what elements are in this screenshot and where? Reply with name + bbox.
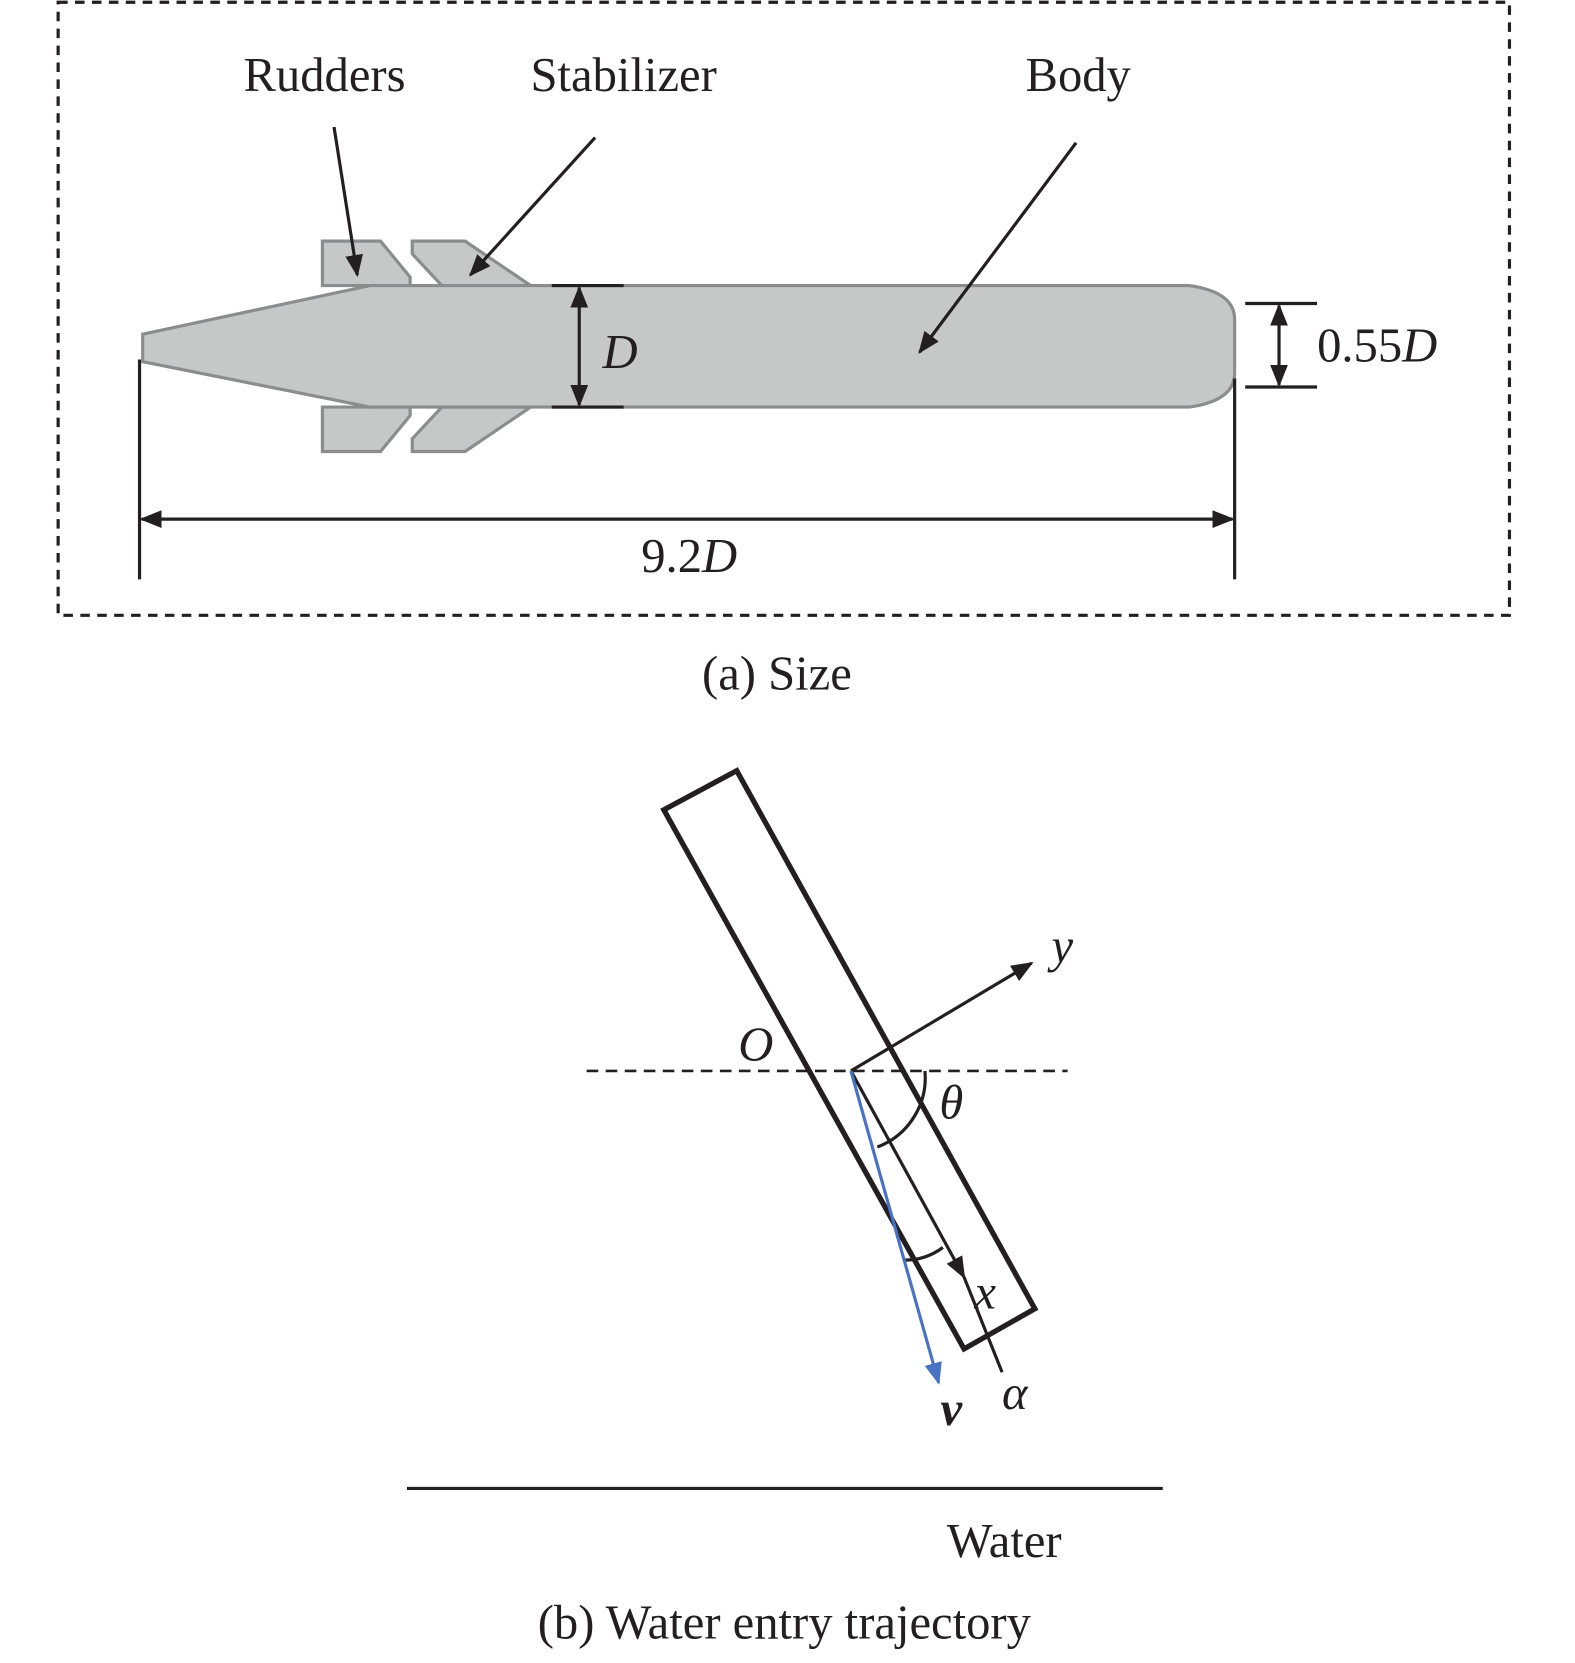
projectile-body <box>141 283 1237 409</box>
label-y-axis: y <box>1047 919 1074 973</box>
stabilizer-bottom <box>410 405 536 454</box>
label-length: 9.2D <box>641 529 737 583</box>
rudders-arrow <box>332 126 363 278</box>
label-origin: O <box>738 1017 773 1071</box>
rudder-top <box>320 239 412 288</box>
rudder-bottom <box>320 405 412 454</box>
stabilizer-top <box>410 239 536 288</box>
velocity-arrow <box>849 1070 942 1385</box>
stabilizer-arrow <box>468 136 597 277</box>
theta-arc <box>876 1070 927 1149</box>
label-body: Body <box>1026 48 1132 102</box>
tail-var: D <box>1401 319 1437 373</box>
label-x-axis: x <box>973 1266 996 1320</box>
label-alpha: α <box>1002 1366 1029 1420</box>
dashed-frame <box>56 0 1512 617</box>
panel-b-trajectory: O y x θ α v Water (b) Water entry trajec… <box>406 767 1163 1650</box>
tail-num: 0.55 <box>1317 319 1402 373</box>
label-diameter: D <box>602 325 638 379</box>
body-arrow <box>918 141 1078 354</box>
y-axis-arrow <box>850 961 1034 1073</box>
label-tail-diameter: 0.55D <box>1317 319 1437 373</box>
label-water: Water <box>947 1514 1062 1568</box>
projectile-outline <box>660 767 1039 1353</box>
label-theta: θ <box>939 1075 963 1129</box>
label-velocity: v <box>941 1382 963 1436</box>
axis-extension <box>962 1276 1004 1373</box>
caption-a: (a) Size <box>702 646 852 700</box>
length-var: D <box>701 529 737 583</box>
panel-a-size: Rudders Stabilizer Body D 0.55D 9.2D (a)… <box>56 0 1512 700</box>
label-stabilizer: Stabilizer <box>531 48 717 102</box>
projectile-drawing <box>141 239 1237 454</box>
x-axis-arrow <box>849 1070 966 1279</box>
alpha-arc <box>904 1246 944 1262</box>
label-rudders: Rudders <box>244 48 406 102</box>
caption-b: (b) Water entry trajectory <box>538 1596 1032 1650</box>
length-num: 9.2 <box>641 529 702 583</box>
